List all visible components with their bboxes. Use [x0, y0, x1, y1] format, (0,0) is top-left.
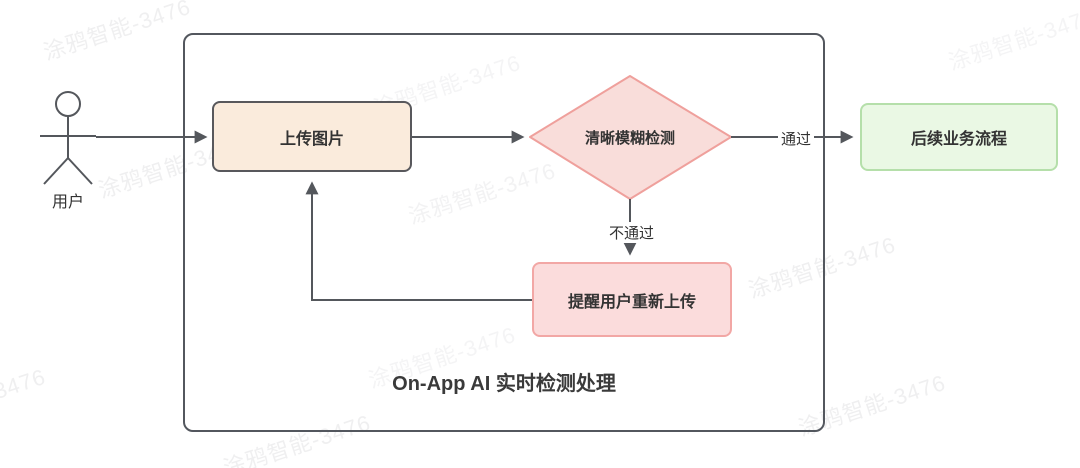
- group-title: On-App AI 实时检测处理: [392, 373, 616, 395]
- edge-remind-to-upload: [305, 181, 532, 301]
- node-detect-label: 清晰模糊检测: [584, 130, 675, 147]
- node-remind-label: 提醒用户重新上传: [567, 293, 696, 311]
- node-next-business-flow: 后续业务流程: [860, 103, 1058, 171]
- edge-label-fail: 不通过: [606, 222, 658, 243]
- node-next-label: 后续业务流程: [910, 131, 1007, 148]
- on-app-group-container: [183, 33, 825, 432]
- node-upload-image: 上传图片: [212, 101, 412, 172]
- edge-label-pass: 通过: [778, 128, 815, 149]
- node-upload-label: 上传图片: [279, 130, 344, 148]
- node-remind-reupload: 提醒用户重新上传: [532, 262, 732, 337]
- actor-stick-figure-icon: [40, 91, 96, 185]
- node-detect-decision: 清晰模糊检测: [545, 127, 715, 148]
- actor-label: 用户: [51, 194, 84, 211]
